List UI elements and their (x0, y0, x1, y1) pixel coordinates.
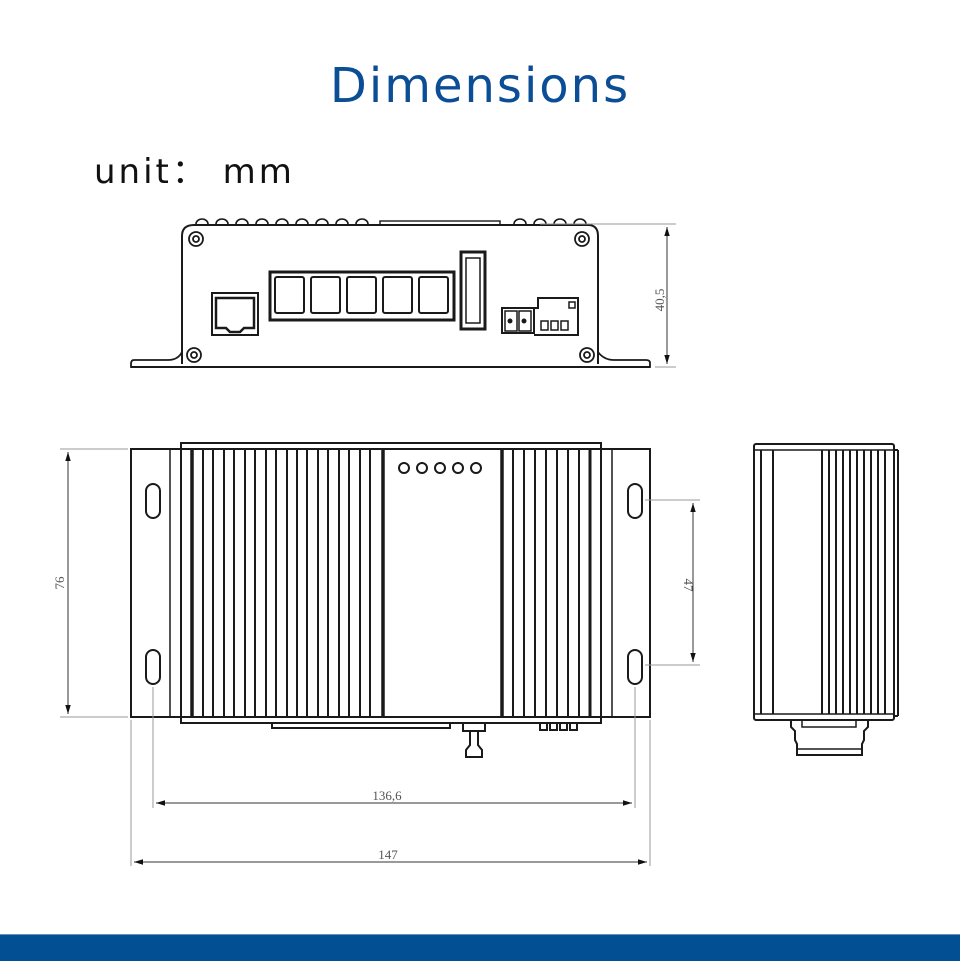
height-dimension-label: 40,5 (652, 289, 667, 312)
screw-icon (186, 231, 595, 363)
page-title: Dimensions (329, 58, 631, 114)
left-heatsink-fins (190, 449, 385, 717)
ethernet-ports (268, 270, 456, 322)
front-view (130, 218, 651, 368)
power-terminal (501, 297, 579, 336)
width-dimensions (130, 687, 651, 866)
depth-dimension (60, 448, 128, 718)
right-heatsink-fins (500, 449, 592, 717)
height-dimension (540, 223, 676, 368)
overall-width-label: 147 (378, 847, 398, 862)
side-view (753, 443, 899, 756)
sim-slot (459, 250, 487, 331)
hole-width-label: 136,6 (372, 788, 402, 803)
slot-spacing-dimension (645, 499, 700, 666)
footer-bar (0, 934, 960, 961)
bottom-connectors (271, 722, 578, 758)
slot-spacing-label: 47 (681, 579, 696, 593)
led-indicator-icon (398, 462, 482, 474)
top-view (130, 442, 651, 758)
mounting-slot-icon (145, 483, 643, 685)
unit-label: unit： mm (94, 152, 295, 192)
depth-dimension-label: 76 (52, 576, 67, 590)
rj45-port-icon (211, 292, 259, 336)
